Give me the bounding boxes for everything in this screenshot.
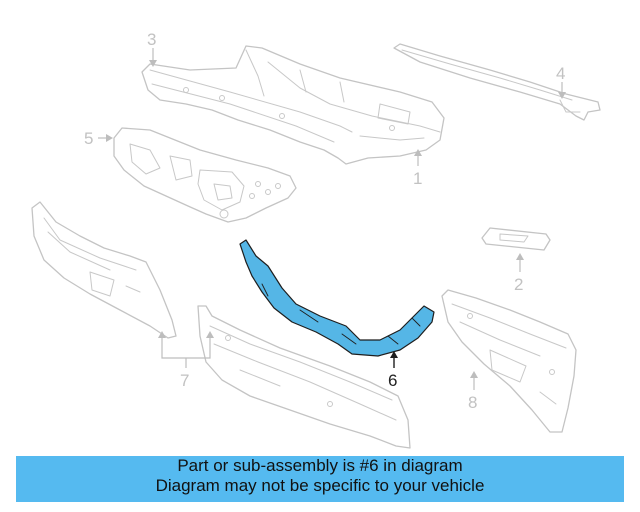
callout-3: 3	[147, 30, 156, 49]
callout-4: 4	[556, 64, 565, 83]
info-banner: Part or sub-assembly is #6 in diagram Di…	[16, 456, 624, 502]
part-7-left-panels	[31, 201, 411, 449]
banner-line-1: Part or sub-assembly is #6 in diagram	[177, 456, 463, 475]
part-6-highlighted-brace	[239, 239, 435, 357]
callout-1: 1	[413, 169, 422, 188]
part-4-cowl-strip	[393, 43, 601, 121]
callout-5: 5	[84, 129, 93, 148]
leader-lines	[98, 48, 566, 390]
part-1-cowl-panel	[141, 45, 445, 165]
part-2-pad	[481, 227, 551, 251]
parts-diagram: 3 4 5 1 2 7 8 6	[31, 30, 601, 449]
callout-7: 7	[180, 371, 189, 390]
callout-2: 2	[514, 275, 523, 294]
part-5-insulator	[113, 127, 297, 223]
banner-line-2: Diagram may not be specific to your vehi…	[155, 476, 485, 495]
part-8-right-panel	[441, 289, 577, 433]
callout-6: 6	[388, 371, 397, 390]
callout-8: 8	[468, 393, 477, 412]
